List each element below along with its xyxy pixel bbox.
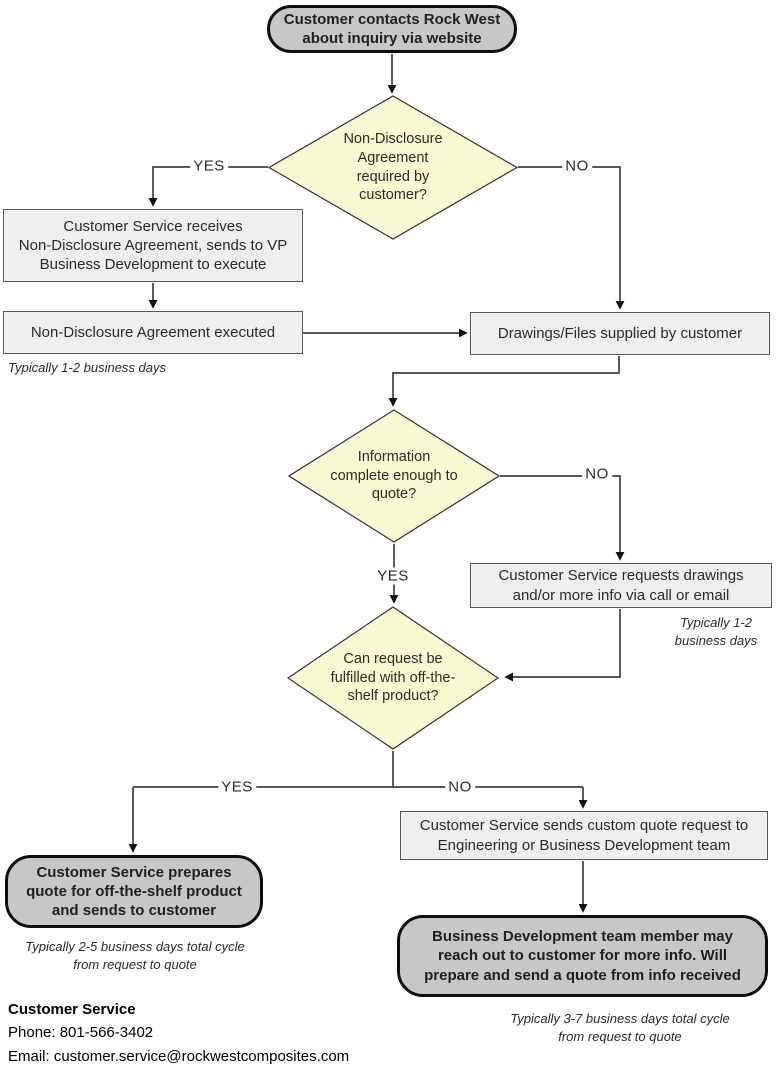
nda-executed-process-label: Non-Disclosure Agreement executed bbox=[30, 323, 276, 341]
nda-days-note: Typically 1-2 business days bbox=[8, 360, 166, 375]
off-the-shelf-decision: Can request be fulfilled with off-the- s… bbox=[287, 606, 499, 750]
edge-drawings-to-info-decision bbox=[388, 356, 620, 407]
drawings-supplied-process-label: Drawings/Files supplied by customer bbox=[497, 324, 743, 342]
shelf-no-label: NO bbox=[445, 778, 475, 796]
custom-request-process-label: Customer Service sends custom quote requ… bbox=[419, 817, 749, 854]
request-days-note: Typically 1-2 business days bbox=[674, 615, 758, 648]
off-the-shelf-decision-label: Can request be fulfilled with off-the- s… bbox=[330, 651, 456, 705]
nda-required-decision: Non-Disclosure Agreement required by cus… bbox=[268, 95, 518, 240]
nda-required-decision-label: Non-Disclosure Agreement required by cus… bbox=[343, 131, 443, 204]
ots-quote-terminal: Customer Service prepares quote for off-… bbox=[5, 855, 263, 928]
nda-receive-process-label: Customer Service receives Non-Disclosure… bbox=[18, 217, 288, 274]
contact-title: Customer Service bbox=[8, 1001, 136, 1018]
info-complete-decision-label: Information complete enough to quote? bbox=[330, 449, 458, 503]
ots-days-note: Typically 2-5 business days total cycle … bbox=[25, 939, 245, 972]
edge-nda-no bbox=[518, 166, 625, 310]
custom-request-process: Customer Service sends custom quote requ… bbox=[400, 811, 768, 860]
request-info-process-label: Customer Service requests drawings and/o… bbox=[498, 567, 744, 604]
edge-info-no bbox=[500, 475, 625, 561]
diamond-shape bbox=[268, 95, 518, 240]
ots-quote-terminal-label: Customer Service prepares quote for off-… bbox=[26, 863, 242, 920]
nda-receive-process: Customer Service receives Non-Disclosure… bbox=[3, 209, 303, 282]
diamond-shape bbox=[288, 409, 500, 543]
drawings-supplied-process: Drawings/Files supplied by customer bbox=[470, 312, 770, 355]
bd-quote-terminal: Business Development team member may rea… bbox=[397, 915, 768, 997]
contact-phone: Phone: 801-566-3402 bbox=[8, 1024, 154, 1042]
request-info-process: Customer Service requests drawings and/o… bbox=[470, 563, 772, 608]
bd-days-note: Typically 3-7 business days total cycle … bbox=[510, 1011, 730, 1044]
edge-nda-yes bbox=[148, 166, 268, 207]
nda-yes-label: YES bbox=[190, 157, 228, 175]
nda-executed-process: Non-Disclosure Agreement executed bbox=[3, 311, 303, 354]
nda-no-label: NO bbox=[562, 157, 592, 175]
contact-block: Customer Service Phone: 801-566-3402 Ema… bbox=[8, 998, 349, 1068]
start-terminal: Customer contacts Rock West about inquir… bbox=[267, 5, 517, 53]
contact-email: Email: customer.service@rockwestcomposit… bbox=[8, 1047, 350, 1065]
diamond-shape bbox=[287, 606, 499, 750]
start-terminal-label: Customer contacts Rock West about inquir… bbox=[283, 10, 501, 47]
info-no-label: NO bbox=[582, 465, 612, 483]
edge-request-to-shelf-decision bbox=[504, 609, 621, 682]
shelf-yes-label: YES bbox=[218, 778, 256, 796]
info-complete-decision: Information complete enough to quote? bbox=[288, 409, 500, 543]
bd-quote-terminal-label: Business Development team member may rea… bbox=[424, 928, 741, 984]
info-yes-label: YES bbox=[374, 567, 412, 585]
